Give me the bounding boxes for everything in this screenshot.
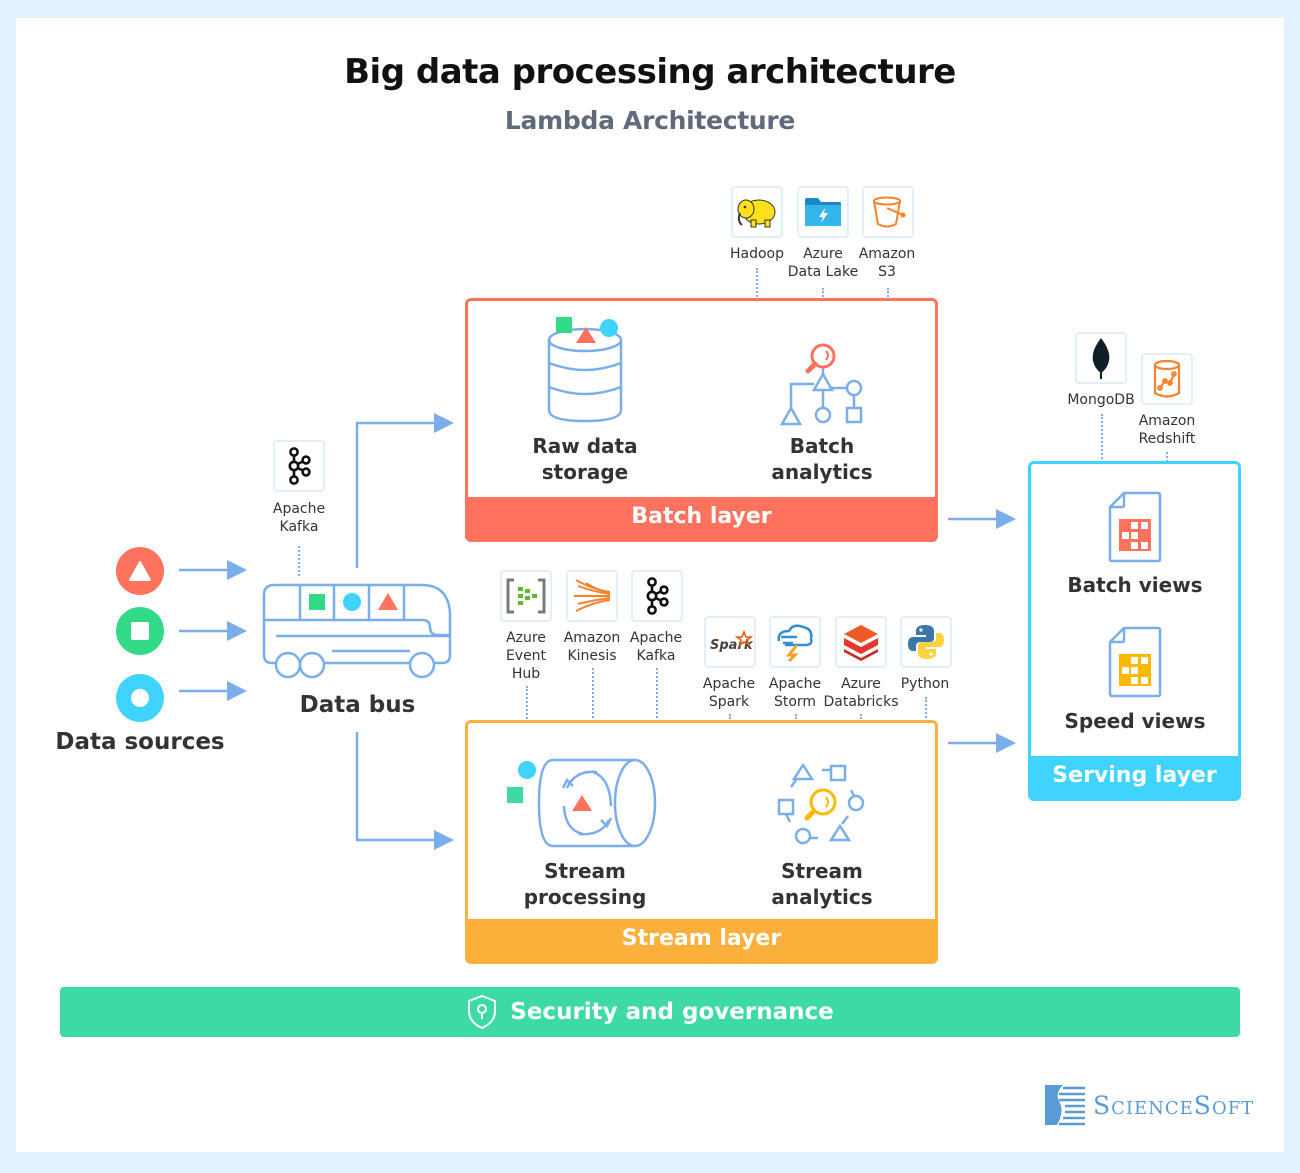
azure-event-hub-icon <box>506 578 546 614</box>
tool-apache-kafka-bus <box>273 440 325 492</box>
bus-circle-icon <box>343 593 361 611</box>
sciencesoft-logo-text: ScienceSoft <box>1093 1090 1255 1120</box>
circle-icon <box>131 689 149 707</box>
security-governance-bar: Security and governance <box>60 987 1240 1037</box>
square-icon <box>131 622 149 640</box>
tool-hadoop <box>731 186 783 238</box>
stream-layer: Stream layer <box>465 720 938 964</box>
stream-cylinder-icon <box>507 758 657 848</box>
tool-apache-storm <box>769 616 821 668</box>
tool-label-amazon-redshift: Amazon Redshift <box>1138 413 1196 447</box>
bus-icon <box>262 583 452 679</box>
stream-analytics-icon <box>777 762 865 845</box>
stream-analytics-label: Stream analytics <box>771 859 873 909</box>
tool-azure-databricks <box>835 616 887 668</box>
data-bus-label: Data bus <box>299 692 416 718</box>
data-sources-label: Data sources <box>55 729 225 755</box>
kafka-icon <box>288 447 311 485</box>
batch-layer: Batch layer <box>465 298 938 542</box>
tool-label-hadoop: Hadoop <box>729 246 784 262</box>
amazon-kinesis-dotted-connector <box>592 668 594 750</box>
kafka-stream-dotted-connector <box>656 668 658 750</box>
tool-label-amazon-s3: Amazon S3 <box>858 246 916 280</box>
tool-amazon-redshift <box>1141 353 1193 405</box>
security-governance-label: Security and governance <box>510 999 834 1025</box>
bus-square-icon <box>309 594 325 610</box>
azure-databricks-icon <box>844 625 878 661</box>
batch-views-label: Batch views <box>1067 573 1203 597</box>
page-title: Big data processing architecture <box>344 52 956 92</box>
amazon-redshift-icon <box>1153 359 1181 398</box>
svg-text:Spark: Spark <box>710 638 754 653</box>
tool-apache-kafka-stream <box>631 570 683 622</box>
data-source-triangle <box>116 547 164 595</box>
kafka-bus-dotted-connector <box>298 546 300 576</box>
tool-label-apache-kafka-bus: Apache Kafka <box>272 501 326 535</box>
tool-label-azure-databricks: Azure Databricks <box>823 676 899 710</box>
tool-azure-event-hub <box>500 570 552 622</box>
tool-label-azure-event-hub: Azure Event Hub <box>505 630 547 682</box>
tool-python <box>900 616 952 668</box>
apache-storm-icon <box>777 624 813 663</box>
hadoop-icon <box>737 199 776 228</box>
analytics-tree-icon <box>779 343 863 426</box>
tool-label-amazon-kinesis: Amazon Kinesis <box>563 630 621 664</box>
tool-azure-data-lake <box>797 186 849 238</box>
tool-mongodb <box>1075 332 1127 384</box>
triangle-icon <box>129 561 151 581</box>
batch-views-icon <box>1108 491 1162 563</box>
shield-icon <box>468 994 497 1030</box>
azure-event-hub-dotted-connector <box>526 686 528 750</box>
page-subtitle: Lambda Architecture <box>504 106 796 135</box>
data-source-square <box>116 607 164 655</box>
bus-to-stream-arrow <box>355 732 454 850</box>
batch-analytics-label: Batch analytics <box>771 434 873 484</box>
tool-amazon-s3 <box>862 186 914 238</box>
amazon-kinesis-icon <box>574 579 611 612</box>
bus-to-batch-arrow <box>355 413 454 568</box>
kafka-icon <box>646 577 669 615</box>
bus-triangle-icon <box>378 593 398 610</box>
raw-data-storage-label: Raw data storage <box>532 434 638 484</box>
python-icon <box>908 625 944 659</box>
sciencesoft-logo-icon <box>1045 1085 1085 1126</box>
tool-apache-spark: Spark <box>704 616 756 668</box>
azure-data-lake-icon <box>805 198 841 226</box>
tool-label-python: Python <box>900 676 950 692</box>
tool-label-azure-data-lake: Azure Data Lake <box>787 246 859 280</box>
tool-amazon-kinesis <box>566 570 618 622</box>
amazon-s3-icon <box>873 196 906 228</box>
batch-layer-title: Batch layer <box>468 497 935 539</box>
sciencesoft-logo: ScienceSoft <box>1045 1085 1255 1126</box>
stream-processing-label: Stream processing <box>523 859 647 909</box>
mongodb-dotted-connector <box>1101 414 1103 486</box>
serving-layer-title: Serving layer <box>1031 756 1238 798</box>
speed-views-icon <box>1108 626 1162 698</box>
tool-label-mongodb: MongoDB <box>1067 392 1135 408</box>
speed-views-label: Speed views <box>1064 709 1206 733</box>
database-icon <box>547 317 623 423</box>
stream-layer-title: Stream layer <box>468 919 935 961</box>
apache-spark-icon: Spark <box>710 629 754 653</box>
tool-label-apache-storm: Apache Storm <box>768 676 822 710</box>
mongodb-icon <box>1092 338 1110 379</box>
tool-label-apache-spark: Apache Spark <box>702 676 756 710</box>
data-source-circle <box>116 674 164 722</box>
tool-label-apache-kafka-stream: Apache Kafka <box>629 630 683 664</box>
